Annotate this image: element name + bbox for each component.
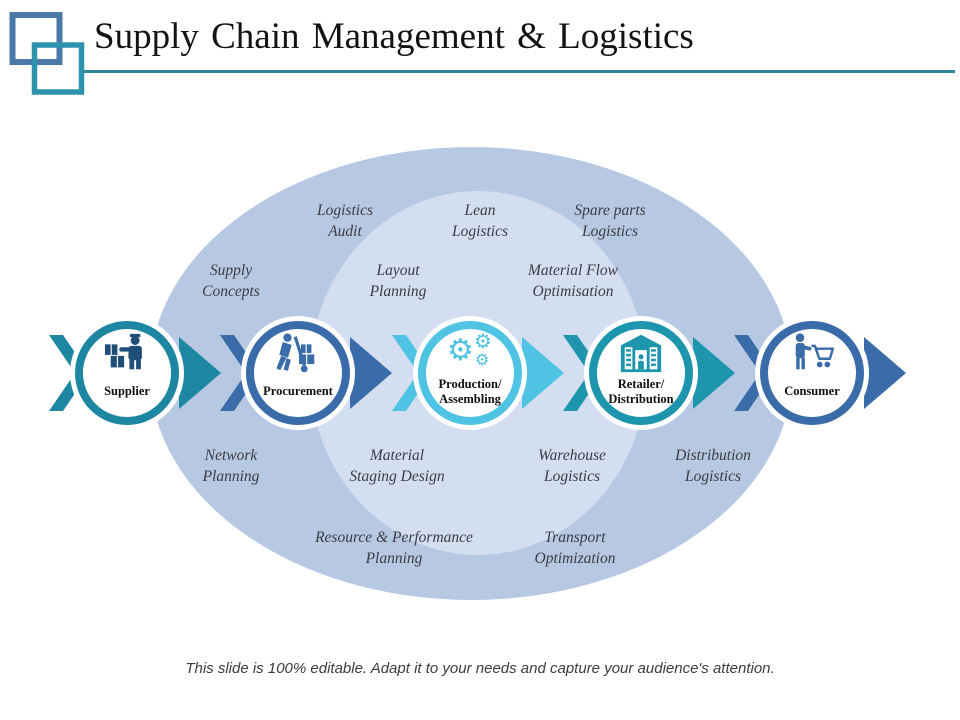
annotation-logistics-audit: Logistics Audit bbox=[317, 202, 373, 240]
annotation-supply-concepts: Supply Concepts bbox=[202, 262, 260, 300]
node-retailer-distribution: Retailer/ Distribution bbox=[589, 321, 693, 425]
shopping-cart-person-icon bbox=[760, 332, 864, 374]
node-procurement: Procurement bbox=[246, 321, 350, 425]
gear-icon: ⚙ bbox=[475, 350, 490, 369]
overlapping-squares-logo-icon bbox=[9, 12, 85, 95]
node-production-assembling: ⚙ ⚙ ⚙ Production/ Assembling bbox=[418, 321, 522, 425]
node-circle bbox=[246, 321, 350, 425]
node-label: Supplier bbox=[104, 384, 150, 398]
annotation-resource-performance: Resource & Performance Planning bbox=[315, 529, 473, 567]
node-label: Retailer/ Distribution bbox=[608, 377, 674, 406]
node-label: Procurement bbox=[263, 384, 333, 398]
gear-icon: ⚙ bbox=[474, 329, 492, 353]
node-circle bbox=[75, 321, 179, 425]
annotation-material-staging: Material Staging Design bbox=[349, 447, 445, 485]
annotation-lean-logistics: Lean Logistics bbox=[452, 202, 508, 240]
title-underline bbox=[84, 70, 955, 73]
editable-note: This slide is 100% editable. Adapt it to… bbox=[185, 660, 775, 677]
node-circle bbox=[760, 321, 864, 425]
annotation-distribution-logistics: Distribution Logistics bbox=[675, 447, 751, 485]
node-consumer: Consumer bbox=[760, 321, 864, 425]
annotation-transport-optimization: Transport Optimization bbox=[534, 529, 616, 567]
gear-icon: ⚙ bbox=[447, 333, 474, 368]
node-label: Production/ Assembling bbox=[438, 377, 502, 406]
worker-with-boxes-icon bbox=[75, 332, 179, 374]
node-supplier: Supplier bbox=[75, 321, 179, 425]
node-label: Consumer bbox=[784, 384, 840, 398]
annotation-material-flow: Material Flow Optimisation bbox=[528, 262, 618, 300]
annotation-layout-planning: Layout Planning bbox=[369, 262, 427, 300]
annotation-warehouse-logistics: Warehouse Logistics bbox=[538, 447, 606, 485]
page-title: Supply Chain Management & Logistics bbox=[94, 16, 694, 57]
annotation-network-planning: Network Planning bbox=[202, 447, 260, 485]
gears-icon: ⚙ ⚙ ⚙ bbox=[418, 329, 522, 374]
storefront-icon bbox=[589, 332, 693, 374]
hand-truck-worker-icon bbox=[246, 332, 350, 374]
node-circle bbox=[418, 321, 522, 425]
annotation-spare-parts-logistics: Spare parts Logistics bbox=[574, 202, 646, 240]
